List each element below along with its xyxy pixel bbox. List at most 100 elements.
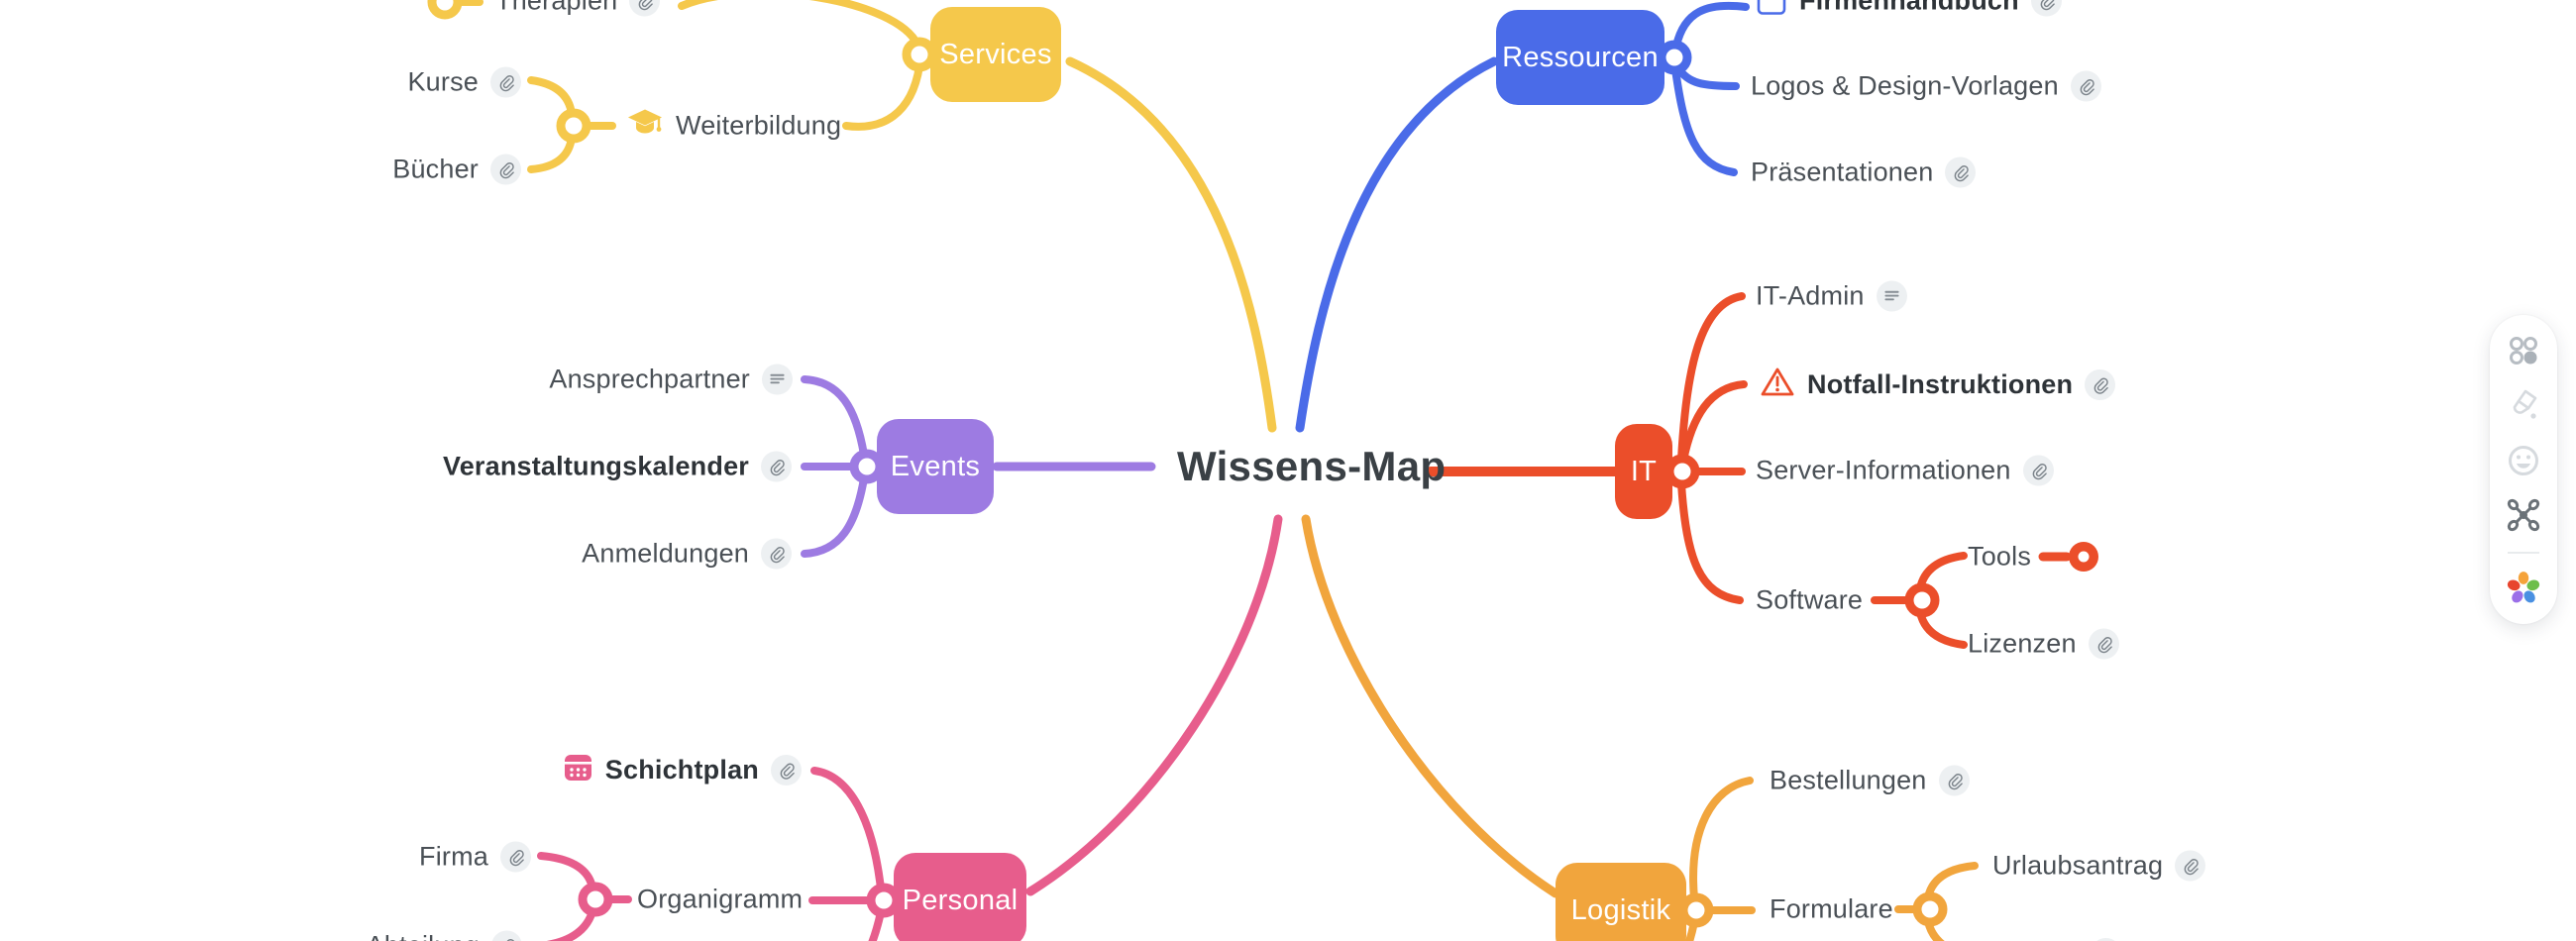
node-label: Anmeldungen	[582, 538, 749, 569]
node-label: Organigramm	[637, 884, 804, 914]
node-software[interactable]: Software	[1756, 585, 1863, 616]
connector-line	[527, 76, 576, 118]
node-tools[interactable]: Tools	[1968, 542, 2031, 573]
connector-line	[678, 0, 921, 49]
node-server-informationen[interactable]: Server-Informationen	[1756, 455, 2054, 486]
node-notfall-instruktionen[interactable]: Notfall-Instruktionen	[1760, 366, 2116, 403]
attachment-icon[interactable]	[771, 754, 802, 785]
node-label: Software	[1756, 584, 1864, 615]
node-therapien[interactable]: Therapien	[495, 0, 661, 17]
topic-label: Services	[939, 38, 1052, 70]
collapsed-children-hole	[2078, 551, 2090, 563]
node-urlaubsantrag[interactable]: Urlaubsantrag	[1992, 850, 2206, 882]
connector-line	[868, 908, 885, 941]
emoji-icon[interactable]	[2503, 440, 2544, 479]
topic-ressourcen[interactable]: Ressourcen	[1496, 10, 1664, 105]
branch-handle[interactable]	[1664, 454, 1700, 489]
node-ansprechpartner[interactable]: Ansprechpartner	[549, 364, 793, 395]
attachment-icon[interactable]	[490, 154, 521, 185]
attachment-icon[interactable]	[490, 66, 521, 98]
node-bestellungen[interactable]: Bestellungen	[1770, 765, 1970, 796]
attachment-icon[interactable]	[2022, 455, 2054, 486]
connector-line	[1295, 56, 1499, 433]
branch-handle[interactable]	[1657, 40, 1692, 75]
branch-handle[interactable]	[578, 882, 613, 917]
node-label: Formulare	[1770, 893, 1893, 924]
attachment-icon[interactable]	[2088, 628, 2119, 660]
node-logos-design-vorlagen[interactable]: Logos & Design-Vorlagen	[1751, 70, 2101, 102]
topic-label: Events	[890, 450, 981, 482]
branch-handle[interactable]	[1678, 892, 1714, 928]
attachment-icon[interactable]	[1945, 157, 1977, 188]
collapsed-children-handle[interactable]	[2069, 542, 2098, 572]
node-veranstaltungskalender[interactable]: Veranstaltungskalender	[442, 451, 792, 482]
attachment-icon[interactable]	[2091, 938, 2121, 941]
node-firma[interactable]: Firma	[419, 841, 531, 873]
node-label: Bücher	[392, 154, 479, 184]
topic-it[interactable]: IT	[1615, 424, 1672, 519]
node-label: Schichtplan	[604, 754, 759, 784]
connector-line	[1916, 552, 1968, 592]
toolbar-divider	[2508, 551, 2539, 554]
attachment-icon[interactable]	[1938, 765, 1970, 796]
document-icon	[1756, 0, 1787, 21]
node-kurse[interactable]: Kurse	[407, 66, 521, 98]
node-schichtplan[interactable]: Schichtplan	[563, 752, 802, 787]
connections-icon[interactable]	[2503, 495, 2544, 535]
node-lizenzen[interactable]: Lizenzen	[1968, 628, 2119, 660]
topic-personal[interactable]: Personal	[894, 853, 1026, 941]
node-anmeldungen[interactable]: Anmeldungen	[582, 538, 792, 570]
node-praesentationen[interactable]: Präsentationen	[1751, 157, 1977, 188]
node-label: Therapien	[495, 0, 618, 16]
topic-events[interactable]: Events	[877, 419, 994, 514]
topic-logistik[interactable]: Logistik	[1556, 863, 1686, 941]
connector-line	[1677, 292, 1746, 464]
connector-line	[1924, 862, 1979, 901]
node-formulare[interactable]: Formulare	[1770, 894, 1893, 925]
branch-handle[interactable]	[427, 0, 463, 20]
connector-line	[1025, 514, 1283, 896]
attachment-icon[interactable]	[2030, 0, 2062, 17]
paint-brush-icon[interactable]	[2503, 385, 2544, 425]
attachment-icon[interactable]	[2070, 70, 2101, 102]
node-buecher[interactable]: Bücher	[392, 154, 521, 185]
node-label: Urlaubsantrag	[1992, 850, 2164, 881]
node-label: Lizenzen	[1968, 628, 2077, 659]
branch-handle[interactable]	[1912, 891, 1948, 927]
attachment-icon[interactable]	[491, 930, 522, 941]
attachment-icon[interactable]	[2175, 850, 2206, 882]
connector-line	[801, 375, 868, 459]
attachment-icon[interactable]	[761, 538, 792, 570]
node-it-admin[interactable]: IT-Admin	[1756, 280, 1907, 312]
node-label: Firmenhandbuch	[1799, 0, 2019, 16]
node-label: IT-Admin	[1756, 280, 1865, 311]
calendar-icon	[563, 752, 593, 787]
node-weiterbildung[interactable]: Weiterbildung	[626, 108, 841, 145]
branch-handle[interactable]	[556, 108, 591, 144]
node-organigramm[interactable]: Organigramm	[637, 885, 803, 915]
theme-layout-icon[interactable]	[2503, 331, 2544, 370]
node-label: Präsentationen	[1751, 157, 1934, 187]
node-abteilung[interactable]: Abteilung	[367, 930, 522, 941]
topic-label: Logistik	[1570, 893, 1671, 926]
node-label: Logos & Design-Vorlagen	[1751, 70, 2059, 101]
node-label: Veranstaltungskalender	[442, 451, 749, 481]
connector-line	[1677, 479, 1744, 604]
node-label: Kurse	[407, 66, 479, 97]
topic-services[interactable]: Services	[930, 7, 1061, 102]
attachment-icon[interactable]	[629, 0, 661, 17]
connector-line	[1916, 608, 1968, 649]
branch-handle[interactable]	[902, 37, 937, 72]
node-label: Abteilung	[367, 931, 480, 941]
branch-handle[interactable]	[1904, 582, 1940, 618]
root-topic[interactable]: Wissens-Map	[1177, 443, 1447, 489]
note-icon[interactable]	[762, 364, 793, 395]
attachment-icon[interactable]	[2085, 368, 2116, 400]
node-firmenhandbuch[interactable]: Firmenhandbuch	[1756, 0, 2062, 21]
attachment-icon[interactable]	[761, 451, 792, 482]
attachment-icon[interactable]	[500, 841, 531, 873]
note-icon[interactable]	[1876, 280, 1907, 312]
mindmeister-flower-icon[interactable]	[2503, 569, 2544, 608]
connector-line	[1671, 65, 1738, 176]
